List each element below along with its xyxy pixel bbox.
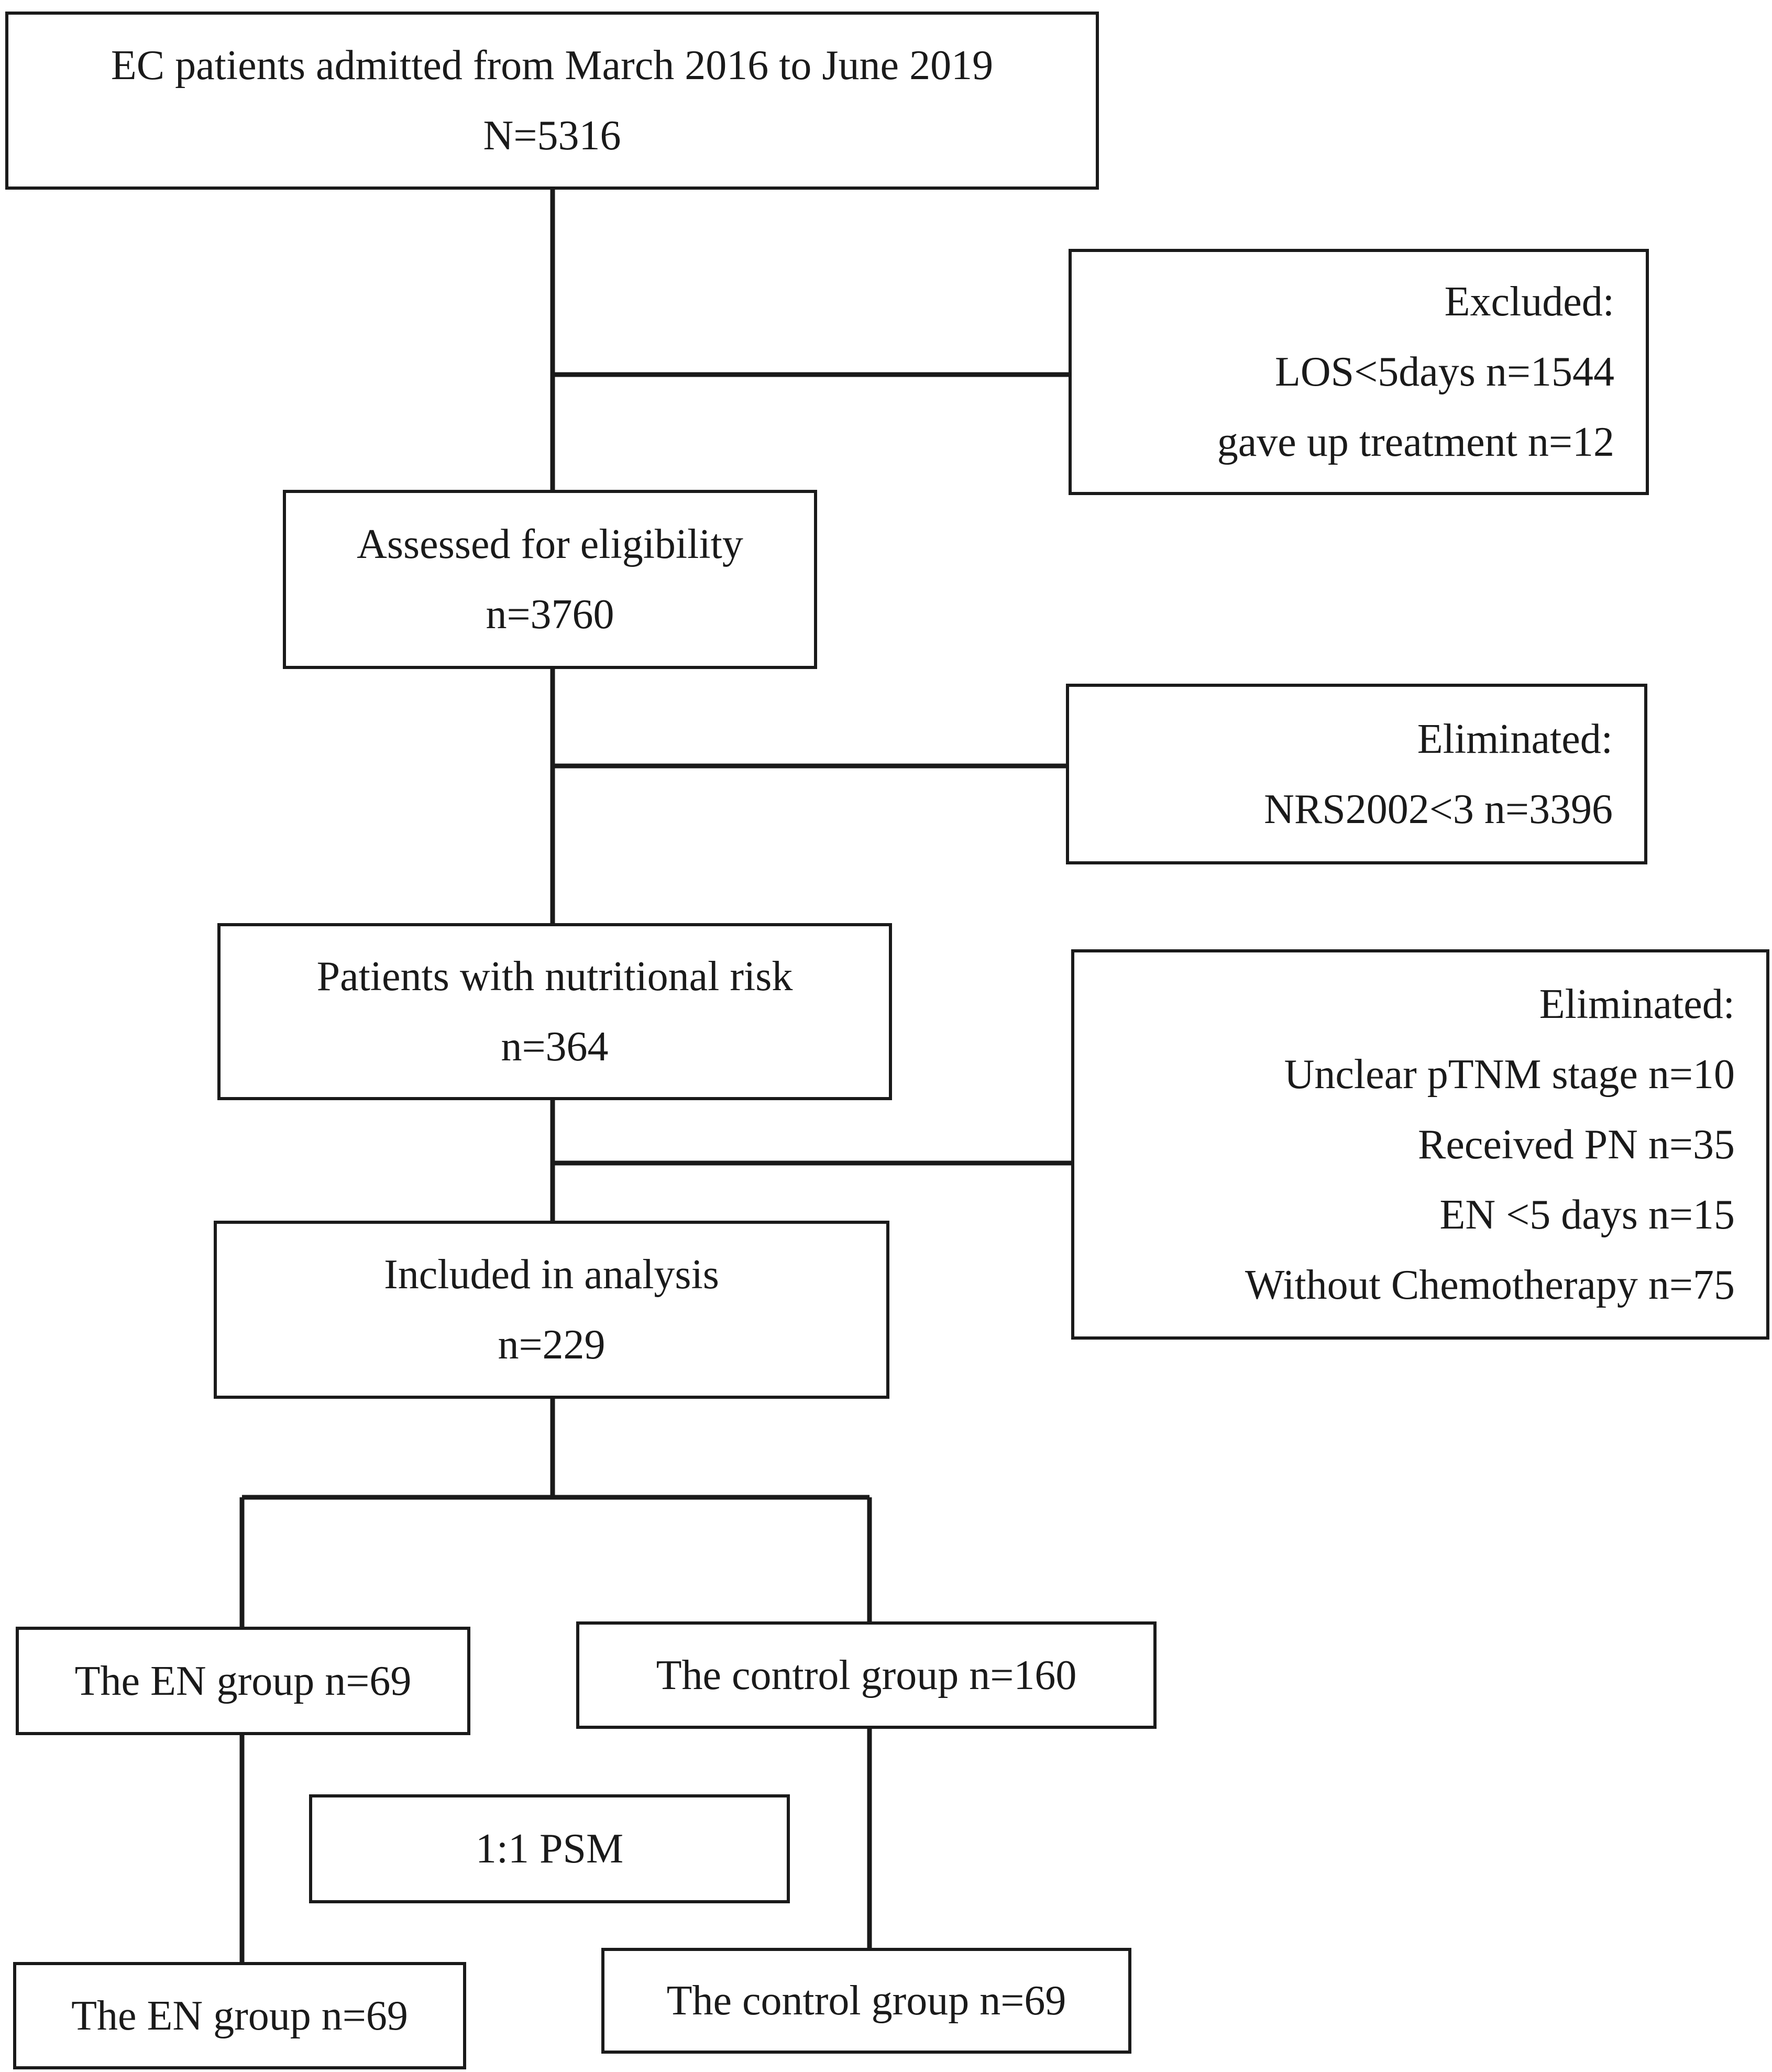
assessed-box: Assessed for eligibility n=3760 <box>283 490 817 669</box>
control-group-before-label: The control group n=160 <box>656 1652 1077 1698</box>
control-group-after-box: The control group n=69 <box>601 1948 1131 2054</box>
included-title: Included in analysis <box>384 1252 719 1298</box>
excluded-box: Excluded: LOS<5days n=1544 gave up treat… <box>1069 249 1649 495</box>
eliminated-other-heading: Eliminated: <box>1539 981 1735 1027</box>
excluded-heading: Excluded: <box>1444 279 1614 325</box>
eliminated-nrs-heading: Eliminated: <box>1417 716 1613 762</box>
nutritional-risk-count: n=364 <box>501 1024 609 1070</box>
eliminated-other-box: Eliminated: Unclear pTNM stage n=10 Rece… <box>1071 949 1769 1340</box>
eliminated-other-ptnm: Unclear pTNM stage n=10 <box>1284 1051 1735 1098</box>
eliminated-other-pn: Received PN n=35 <box>1418 1121 1735 1168</box>
assessed-count: n=3760 <box>486 591 614 638</box>
excluded-los: LOS<5days n=1544 <box>1274 349 1614 395</box>
control-group-after-label: The control group n=69 <box>666 1978 1066 2024</box>
eliminated-other-en: EN <5 days n=15 <box>1439 1191 1735 1238</box>
psm-box: 1:1 PSM <box>309 1794 790 1903</box>
eliminated-nrs-box: Eliminated: NRS2002<3 n=3396 <box>1066 684 1647 864</box>
excluded-gave-up: gave up treatment n=12 <box>1217 419 1614 465</box>
source-count: N=5316 <box>483 113 621 159</box>
en-group-after-box: The EN group n=69 <box>13 1962 466 2069</box>
control-group-before-box: The control group n=160 <box>576 1621 1157 1729</box>
en-group-before-box: The EN group n=69 <box>16 1627 470 1735</box>
included-box: Included in analysis n=229 <box>214 1221 889 1399</box>
source-title: EC patients admitted from March 2016 to … <box>111 42 994 89</box>
nutritional-risk-title: Patients with nutritional risk <box>316 953 793 1000</box>
included-count: n=229 <box>498 1322 606 1368</box>
psm-label: 1:1 PSM <box>475 1826 624 1872</box>
en-group-before-label: The EN group n=69 <box>74 1658 412 1704</box>
eliminated-nrs-item: NRS2002<3 n=3396 <box>1264 786 1613 832</box>
source-box: EC patients admitted from March 2016 to … <box>5 12 1099 190</box>
assessed-title: Assessed for eligibility <box>357 521 743 567</box>
eliminated-other-chemo: Without Chemotherapy n=75 <box>1245 1262 1735 1308</box>
en-group-after-label: The EN group n=69 <box>71 1992 408 2039</box>
nutritional-risk-box: Patients with nutritional risk n=364 <box>217 923 892 1100</box>
